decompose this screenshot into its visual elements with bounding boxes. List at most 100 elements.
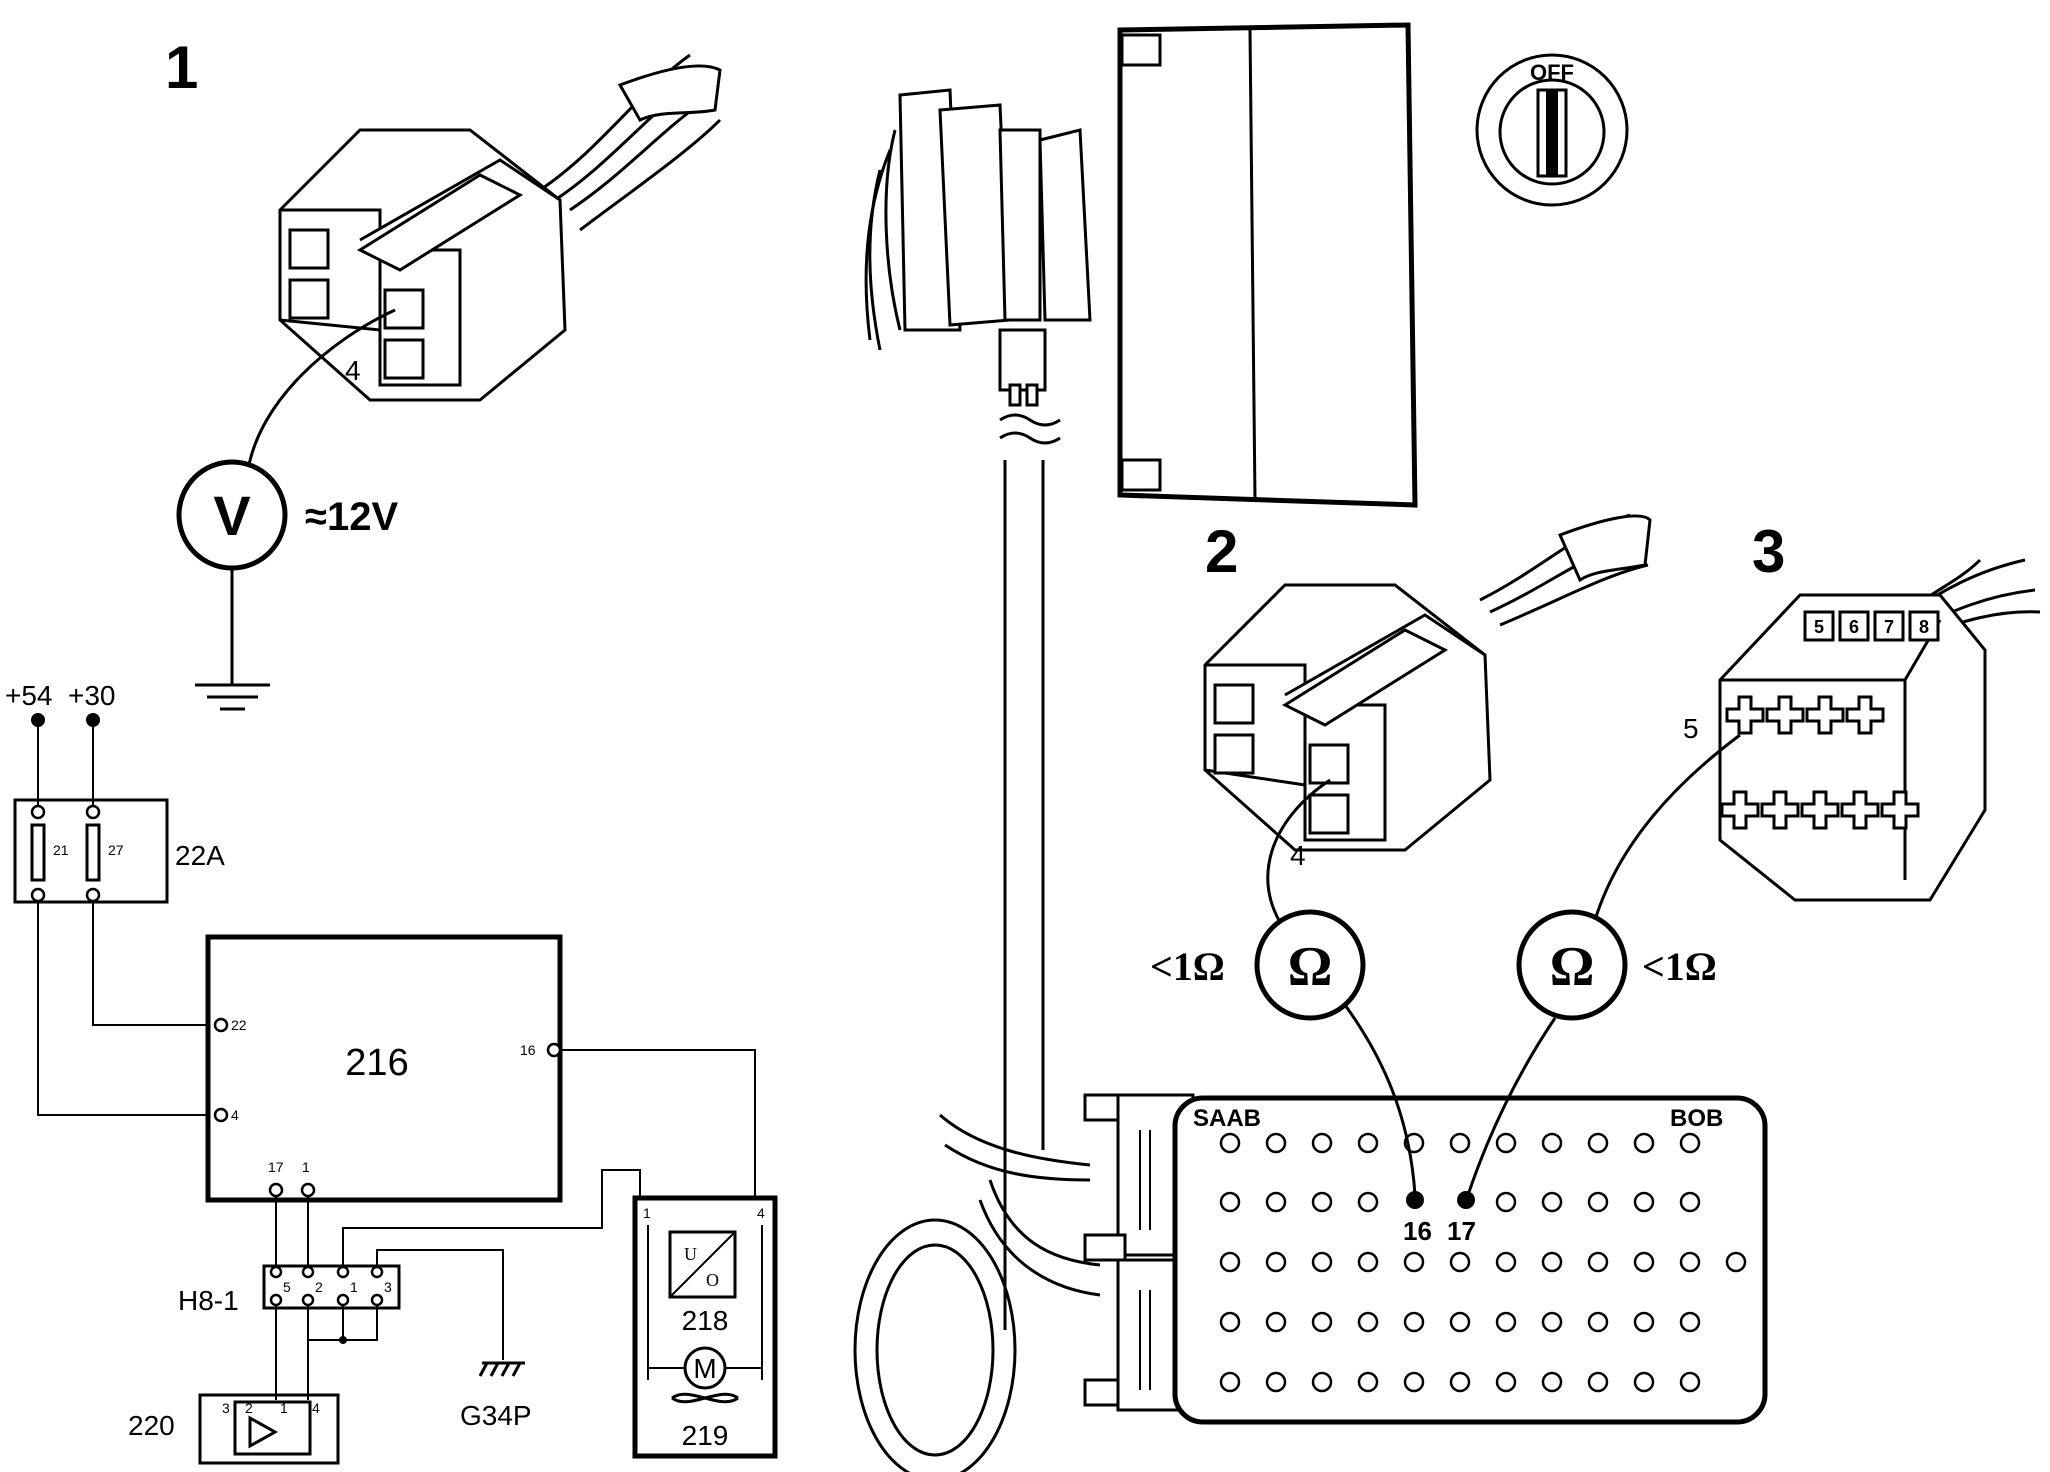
c218-pin-4-label: 4 xyxy=(757,1205,765,1221)
bob-socket xyxy=(1265,1132,1287,1154)
bob-name-label: BOB xyxy=(1670,1105,1723,1132)
bob-pin-17-label: 17 xyxy=(1447,1216,1476,1246)
step-2-group: 2 4 Ω <1Ω xyxy=(1150,513,1652,1209)
terminal-cavity xyxy=(1800,790,1840,830)
bob-socket xyxy=(1311,1251,1333,1273)
ohm-left-to-bob-lead xyxy=(1343,1004,1417,1196)
converter-icon xyxy=(668,1230,737,1299)
terminal-cavity xyxy=(1725,695,1765,735)
bob-socket xyxy=(1541,1311,1563,1333)
ohm-left-pin-label: 4 xyxy=(1290,840,1306,871)
bob-socket xyxy=(1633,1132,1655,1154)
bob-socket xyxy=(1311,1311,1333,1333)
voltmeter-pin-label: 4 xyxy=(345,355,361,386)
step-2-label: 2 xyxy=(1205,518,1238,585)
bob-socket xyxy=(1449,1251,1471,1273)
ohmmeter-right-reading: <1Ω xyxy=(1642,944,1717,989)
bob-socket xyxy=(1725,1251,1747,1273)
bob-socket xyxy=(1265,1191,1287,1213)
converter-u-label: U xyxy=(684,1244,697,1264)
bob-socket xyxy=(1357,1371,1379,1393)
bob-socket xyxy=(1357,1251,1379,1273)
bob-pin-16-probe xyxy=(1406,1191,1424,1209)
bob-socket xyxy=(1679,1191,1701,1213)
bob-socket xyxy=(1541,1132,1563,1154)
ignition-switch-icon xyxy=(1475,53,1629,207)
ecu-pin-16-label: 16 xyxy=(520,1042,536,1058)
bob-pin-17-probe xyxy=(1457,1191,1475,1209)
bob-socket xyxy=(1449,1132,1471,1154)
bob-brand-label: SAAB xyxy=(1193,1105,1261,1132)
conn-pin-5-label: 5 xyxy=(283,1279,291,1295)
control-unit-box xyxy=(1117,22,1418,508)
cavity-tab xyxy=(1838,610,1870,642)
fuse-box-label: 22A xyxy=(175,840,225,871)
bob-socket xyxy=(1587,1251,1609,1273)
component-219-label: 219 xyxy=(682,1420,729,1451)
bob-socket xyxy=(1679,1371,1701,1393)
conn-pin-3-label: 3 xyxy=(384,1279,392,1295)
terminal-cavity xyxy=(1765,695,1805,735)
converter-o-label: O xyxy=(706,1270,719,1290)
component-218-219 xyxy=(632,1195,778,1459)
ohmmeter-left-reading: <1Ω xyxy=(1150,944,1225,989)
ground-g34p-icon xyxy=(478,1361,525,1377)
cavity-number: 5 xyxy=(1814,617,1824,637)
ignition-off-label: OFF xyxy=(1530,60,1574,85)
bob-socket xyxy=(1403,1311,1425,1333)
fan-icon xyxy=(671,1392,739,1404)
bob-socket xyxy=(1541,1371,1563,1393)
bob-socket xyxy=(1495,1132,1517,1154)
bob-socket xyxy=(1357,1132,1379,1154)
bob-socket xyxy=(1541,1251,1563,1273)
bob-socket xyxy=(1403,1371,1425,1393)
ohmmeter-left-symbol: Ω xyxy=(1288,936,1333,998)
harness-loop xyxy=(853,1218,1017,1472)
bob-socket xyxy=(1633,1251,1655,1273)
supply-30-label: +30 xyxy=(68,680,116,711)
ground-g34p-label: G34P xyxy=(460,1400,532,1431)
bob-socket xyxy=(1219,1191,1241,1213)
terminal-cavity xyxy=(1720,790,1760,830)
bob-socket xyxy=(1219,1311,1241,1333)
bob-socket-grid xyxy=(1219,1132,1747,1393)
bob-socket xyxy=(1633,1311,1655,1333)
ohm-right-pin-label: 5 xyxy=(1683,713,1699,744)
cavity-number: 7 xyxy=(1884,617,1894,637)
ground-icon xyxy=(195,683,270,711)
bob-socket xyxy=(1403,1251,1425,1273)
c220-pin-1-label: 1 xyxy=(280,1400,288,1416)
ecu-216 xyxy=(205,934,563,1203)
terminal-cavity xyxy=(1760,790,1800,830)
bob-socket xyxy=(1587,1371,1609,1393)
terminal-cavity xyxy=(1805,695,1845,735)
bob-socket xyxy=(1679,1132,1701,1154)
connector-h81-label: H8-1 xyxy=(178,1285,239,1316)
voltmeter-reading: ≈12V xyxy=(305,495,398,539)
fuse-21 xyxy=(30,823,46,882)
voltmeter-probe-lead xyxy=(246,308,396,471)
breakout-box-group: SAAB BOB 16 17 xyxy=(1083,1093,1768,1425)
bob-socket xyxy=(1219,1371,1241,1393)
conn-pin-2-label: 2 xyxy=(315,1279,323,1295)
bob-socket xyxy=(1587,1311,1609,1333)
terminal-cavity xyxy=(1840,790,1880,830)
bob-socket xyxy=(1265,1251,1287,1273)
cavity-number: 8 xyxy=(1919,617,1929,637)
ohmmeter-left-icon xyxy=(1254,909,1366,1021)
connector-h81 xyxy=(262,1264,401,1310)
component-220 xyxy=(198,1393,340,1465)
cavity-number: 6 xyxy=(1849,617,1859,637)
bob-socket xyxy=(1219,1132,1241,1154)
fuse-box-22a xyxy=(13,798,169,904)
cavity-tab xyxy=(1908,610,1940,642)
bob-socket xyxy=(1265,1311,1287,1333)
ecu-pin-4-label: 4 xyxy=(231,1107,239,1123)
schematic: +54 +30 22A 21 27 216 22 4 16 17 1 xyxy=(5,680,778,1465)
connector-3-cavity-labels: 5 6 7 8 xyxy=(1803,610,1940,642)
cavity-tab xyxy=(1873,610,1905,642)
bob-socket xyxy=(1633,1371,1655,1393)
component-220-label: 220 xyxy=(128,1410,175,1441)
